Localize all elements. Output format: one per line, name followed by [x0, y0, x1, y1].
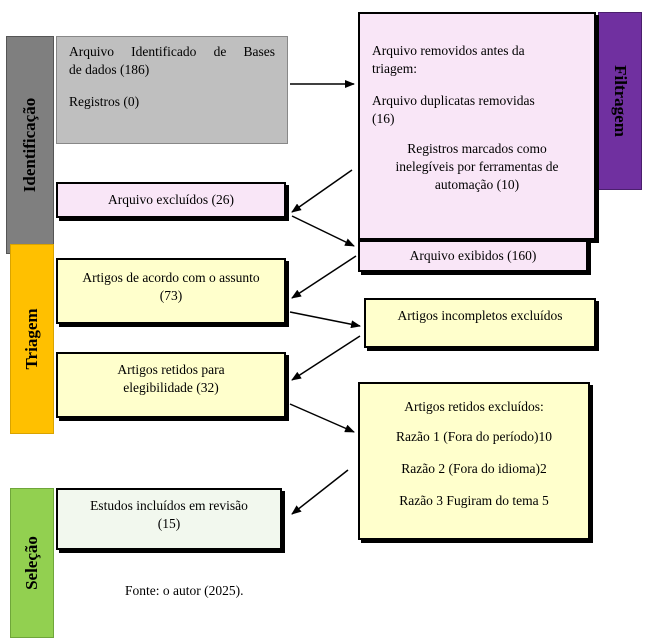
subject-articles-line1: Artigos de acordo com o assunto	[82, 270, 260, 285]
excluded-files-text: Arquivo excluídos (26)	[108, 192, 234, 207]
subject-articles-line2: (73)	[159, 288, 183, 303]
ineligible-line3: automação (10)	[434, 177, 520, 192]
excluded-files-box: Arquivo excluídos (26)	[56, 182, 286, 218]
arrow-subject-to-incomplete	[289, 311, 361, 329]
reason-3: Razão 3 Fugiram do tema 5	[399, 493, 549, 508]
subject-articles-box: Artigos de acordo com o assunto (73)	[56, 258, 286, 324]
identified-line1: Arquivo Identificado de Bases	[69, 44, 275, 59]
reason-1: Razão 1 (Fora do período)10	[396, 429, 552, 444]
ineligible-line1: Registros marcados como	[407, 141, 547, 156]
arrow-retained-to-excluded-reasons	[289, 403, 355, 433]
phase-triagem: Triagem	[10, 244, 54, 434]
included-studies-box: Estudos incluídos em revisão (15)	[56, 488, 282, 550]
removed-before-screening-box: Arquivo removidos antes da triagem: Arqu…	[358, 12, 596, 240]
duplicates-line1: Arquivo duplicatas removidas	[372, 93, 535, 108]
identified-line2: de dados (186)	[69, 62, 150, 77]
phase-selecao: Seleção	[10, 488, 54, 638]
registros-text: Registros (0)	[69, 94, 140, 109]
incomplete-excluded-text: Artigos incompletos excluídos	[397, 308, 563, 323]
identified-records-box: Arquivo Identificado de Bases de dados (…	[56, 36, 288, 144]
ineligible-line2: inelegíveis por ferramentas de	[395, 159, 559, 174]
arrow-reasons-to-included	[291, 469, 349, 515]
arrow-incomplete-to-retained	[291, 335, 361, 381]
reason-2: Razão 2 (Fora do idioma)2	[401, 461, 547, 476]
removed-title-line2: triagem:	[372, 61, 417, 76]
removed-title-line1: Arquivo removidos antes da	[372, 43, 525, 58]
arrow-shown-to-subject	[291, 255, 357, 299]
retained-line2: elegibilidade (32)	[123, 380, 219, 395]
retained-articles-box: Artigos retidos para elegibilidade (32)	[56, 352, 286, 418]
arrow-removed-to-excluded	[291, 169, 353, 213]
incomplete-excluded-box: Artigos incompletos excluídos	[364, 298, 596, 348]
included-line2: (15)	[157, 516, 181, 531]
duplicates-line2: (16)	[372, 111, 395, 126]
phase-filtragem: Filtragem	[598, 12, 642, 190]
source-note: Fonte: o autor (2025).	[125, 583, 244, 598]
included-line1: Estudos incluídos em revisão	[90, 498, 248, 513]
retained-excluded-title: Artigos retidos excluídos:	[404, 399, 544, 414]
arrow-excluded-to-shown	[291, 215, 355, 247]
shown-files-text: Arquivo exibidos (160)	[409, 248, 537, 263]
shown-files-box: Arquivo exibidos (160)	[358, 240, 588, 272]
retained-line1: Artigos retidos para	[117, 362, 225, 377]
phase-identificacao: Identificação	[6, 36, 54, 254]
retained-excluded-box: Artigos retidos excluídos: Razão 1 (Fora…	[358, 382, 590, 540]
